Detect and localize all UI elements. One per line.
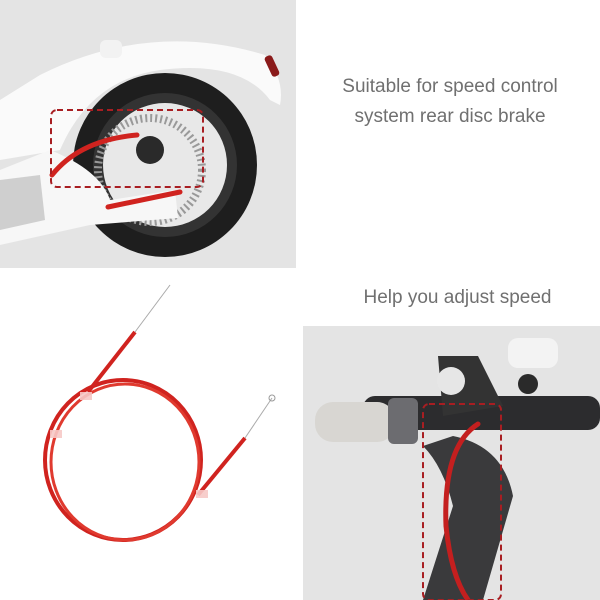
- rear-wheel-photo: [0, 0, 296, 268]
- caption-adjust-speed: Help you adjust speed: [363, 287, 552, 308]
- highlight-box: [422, 403, 502, 600]
- brake-cable-photo: [0, 280, 300, 600]
- caption-line-1: Suitable for speed control: [342, 76, 558, 97]
- caption-line-2: system rear disc brake: [354, 106, 546, 127]
- caption-rear-disc-brake: Suitable for speed control system rear d…: [300, 72, 600, 132]
- handlebar-photo: [303, 326, 600, 600]
- highlight-box: [50, 109, 204, 188]
